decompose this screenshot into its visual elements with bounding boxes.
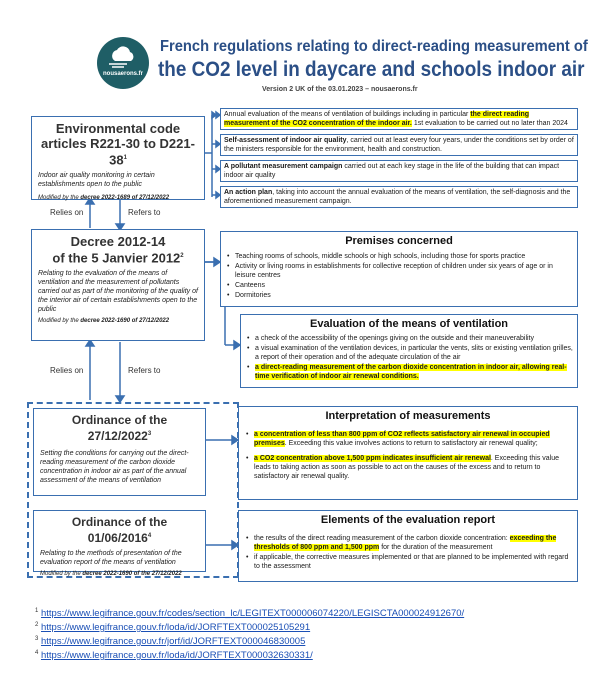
ordinance2-title: Ordinance of the 01/06/20164	[71, 515, 168, 545]
footnote-2: 2 https://www.legifrance.gouv.fr/loda/id…	[35, 622, 311, 634]
premises-title: Premises concerned	[345, 235, 453, 247]
refers-to-label-2: Refers to	[128, 366, 161, 375]
page-title-line2: the CO2 level in daycare and schools ind…	[158, 58, 585, 81]
footnote-link-4[interactable]: https://www.legifrance.gouv.fr/loda/id/J…	[40, 650, 313, 662]
list-item: if applicable, the corrective measures i…	[244, 553, 572, 571]
list-item: the results of the direct reading measur…	[244, 534, 572, 552]
ordinance1-box: Ordinance of the 27/12/20223 Setting the…	[33, 408, 206, 496]
footnote-3: 3 https://www.legifrance.gouv.fr/jorf/id…	[35, 636, 306, 648]
ordinance2-box: Ordinance of the 01/06/20164 Relating to…	[33, 510, 206, 577]
footnote-link-1[interactable]: https://www.legifrance.gouv.fr/codes/sec…	[40, 608, 465, 620]
ventilation-title: Evaluation of the means of ventilation	[309, 318, 509, 330]
decree-desc: Relating to the evaluation of the means …	[38, 270, 198, 314]
env-point-2: Self-assessment of indoor air quality, c…	[220, 134, 578, 156]
list-item: a direct-reading measurement of the carb…	[245, 363, 573, 381]
list-item: Activity or living rooms in establishmen…	[225, 262, 573, 280]
env-code-modified: Modified by the decree 2022-1689 of 27/1…	[38, 195, 170, 202]
list-item: Teaching rooms of schools, middle school…	[225, 252, 573, 261]
interpretation-title: Interpretation of measurements	[325, 410, 491, 422]
footnote-4: 4 https://www.legifrance.gouv.fr/loda/id…	[35, 650, 313, 662]
ordinance1-desc: Setting the conditions for carrying out …	[40, 450, 189, 484]
env-code-title: Environmental code articles R221-30 to D…	[41, 121, 195, 168]
interpretation-box: Interpretation of measurements a concent…	[238, 406, 578, 500]
interpretation-list: a concentration of less than 800 ppm of …	[244, 430, 572, 481]
relies-on-label-2: Relies on	[50, 366, 84, 375]
list-item: a concentration of less than 800 ppm of …	[244, 430, 572, 448]
env-point-4: An action plan, taking into account the …	[220, 186, 578, 208]
list-item: a CO2 concentration above 1,500 ppm indi…	[244, 454, 572, 481]
page-title-line1: French regulations relating to direct-re…	[160, 38, 588, 55]
ventilation-list: a check of the accessibility of the open…	[245, 334, 573, 381]
decree-modified: Modified by the decree 2022-1690 of 27/1…	[38, 318, 170, 325]
env-code-desc: Indoor air quality monitoring in certain…	[38, 172, 155, 189]
ordinance1-title: Ordinance of the 27/12/20223	[71, 413, 168, 443]
report-title: Elements of the evaluation report	[320, 514, 496, 526]
ordinance2-desc: Relating to the methods of presentation …	[40, 550, 182, 566]
footnote-link-3[interactable]: https://www.legifrance.gouv.fr/jorf/id/J…	[40, 636, 306, 648]
relies-on-label-1: Relies on	[50, 208, 84, 217]
ventilation-box: Evaluation of the means of ventilation a…	[240, 314, 578, 388]
cloud-wind-icon	[109, 46, 134, 68]
premises-list: Teaching rooms of schools, middle school…	[225, 252, 573, 300]
premises-box: Premises concerned Teaching rooms of sch…	[220, 231, 578, 307]
decree-title: Decree 2012-14 of the 5 Janvier 20122	[52, 234, 184, 266]
env-point-3: A pollutant measurement campaign carried…	[220, 160, 578, 182]
env-code-box: Environmental code articles R221-30 to D…	[31, 116, 205, 202]
footnote-link-2[interactable]: https://www.legifrance.gouv.fr/loda/id/J…	[40, 622, 311, 634]
list-item: a check of the accessibility of the open…	[245, 334, 573, 343]
list-item: Dormitories	[225, 291, 573, 300]
report-box: Elements of the evaluation report the re…	[238, 510, 578, 582]
decree-box: Decree 2012-14 of the 5 Janvier 20122 Re…	[31, 229, 205, 341]
env-point-1: Annual evaluation of the means of ventil…	[220, 108, 578, 130]
version-label: Version 2 UK of the 03.01.2023 – nousaer…	[262, 86, 418, 93]
report-list: the results of the direct reading measur…	[244, 534, 572, 571]
list-item: Canteens	[225, 281, 573, 290]
ordinance2-modified: Modified by the decree 2022-1690 of the …	[40, 571, 182, 577]
footnote-1: 1 https://www.legifrance.gouv.fr/codes/s…	[35, 608, 465, 620]
logo-text: nousaerons.fr	[102, 71, 143, 77]
list-item: a visual examination of the ventilation …	[245, 344, 573, 362]
logo: nousaerons.fr	[97, 37, 149, 89]
refers-to-label-1: Refers to	[128, 208, 161, 217]
